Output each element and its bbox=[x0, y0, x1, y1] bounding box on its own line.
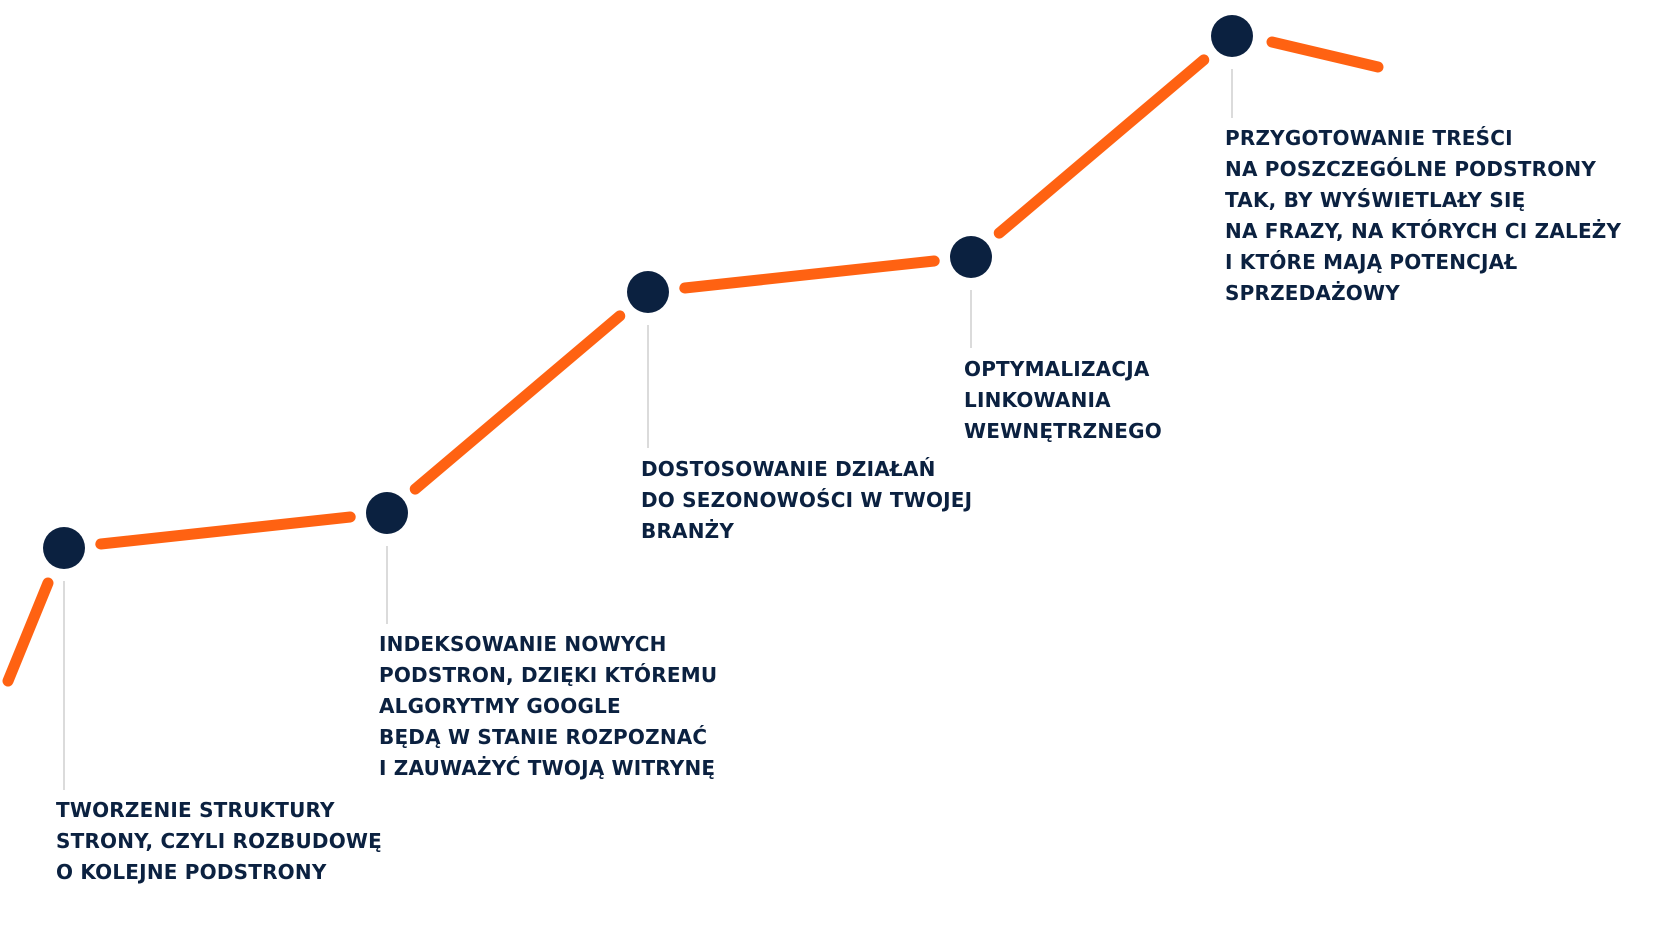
path-segment-3-4 bbox=[679, 255, 940, 294]
step-2-line-3: ALGORYTMY GOOGLE bbox=[379, 694, 621, 718]
step-3-line-3: BRANŻY bbox=[641, 519, 735, 543]
path-segment-4-5 bbox=[993, 54, 1210, 239]
step-5-line-5: I KTÓRE MAJĄ POTENCJAŁ bbox=[1225, 250, 1518, 274]
step-2-line-4: BĘDĄ W STANIE ROZPOZNAĆ bbox=[379, 725, 708, 749]
path-segment-1-2 bbox=[95, 511, 356, 550]
path-segment-2-3 bbox=[409, 310, 626, 495]
step-2-label: INDEKSOWANIE NOWYCH PODSTRON, DZIĘKI KTÓ… bbox=[379, 629, 717, 784]
step-5-line-6: SPRZEDAŻOWY bbox=[1225, 281, 1400, 305]
step-4-line-2: LINKOWANIA bbox=[964, 388, 1111, 412]
step-4-line-3: WEWNĘTRZNEGO bbox=[964, 419, 1162, 443]
step-3-line-1: DOSTOSOWANIE DZIAŁAŃ bbox=[641, 457, 936, 481]
node-connectors bbox=[63, 69, 1233, 790]
step-3-node bbox=[627, 271, 669, 313]
step-5-line-3: TAK, BY WYŚWIETLAŁY SIĘ bbox=[1225, 188, 1526, 212]
path-segment-lead-in bbox=[2, 577, 54, 687]
step-1-label: TWORZENIE STRUKTURY STRONY, CZYLI ROZBUD… bbox=[56, 795, 382, 888]
step-5-line-2: NA POSZCZEGÓLNE PODSTRONY bbox=[1225, 157, 1597, 181]
step-2-node bbox=[366, 492, 408, 534]
step-2-line-1: INDEKSOWANIE NOWYCH bbox=[379, 632, 667, 656]
step-5-line-4: NA FRAZY, NA KTÓRYCH CI ZALEŻY bbox=[1225, 219, 1622, 243]
step-2-line-5: I ZAUWAŻYĆ TWOJĄ WITRYNĘ bbox=[379, 756, 716, 780]
step-4-label: OPTYMALIZACJA LINKOWANIA WEWNĘTRZNEGO bbox=[964, 354, 1162, 447]
step-1-line-1: TWORZENIE STRUKTURY bbox=[56, 798, 335, 822]
step-1-line-3: O KOLEJNE PODSTRONY bbox=[56, 860, 327, 884]
step-5-line-1: PRZYGOTOWANIE TREŚCI bbox=[1225, 126, 1513, 150]
step-5-node bbox=[1211, 15, 1253, 57]
step-3-line-2: DO SEZONOWOŚCI W TWOJEJ bbox=[641, 488, 973, 512]
step-5-label: PRZYGOTOWANIE TREŚCI NA POSZCZEGÓLNE POD… bbox=[1225, 123, 1621, 309]
step-4-node bbox=[950, 236, 992, 278]
path-segments bbox=[2, 36, 1384, 687]
path-segment-tail bbox=[1266, 36, 1384, 73]
step-1-node bbox=[43, 527, 85, 569]
timeline-nodes bbox=[43, 15, 1253, 569]
step-4-line-1: OPTYMALIZACJA bbox=[964, 357, 1150, 381]
step-3-label: DOSTOSOWANIE DZIAŁAŃ DO SEZONOWOŚCI W TW… bbox=[641, 454, 972, 547]
step-1-line-2: STRONY, CZYLI ROZBUDOWĘ bbox=[56, 829, 383, 853]
step-2-line-2: PODSTRON, DZIĘKI KTÓREMU bbox=[379, 663, 718, 687]
